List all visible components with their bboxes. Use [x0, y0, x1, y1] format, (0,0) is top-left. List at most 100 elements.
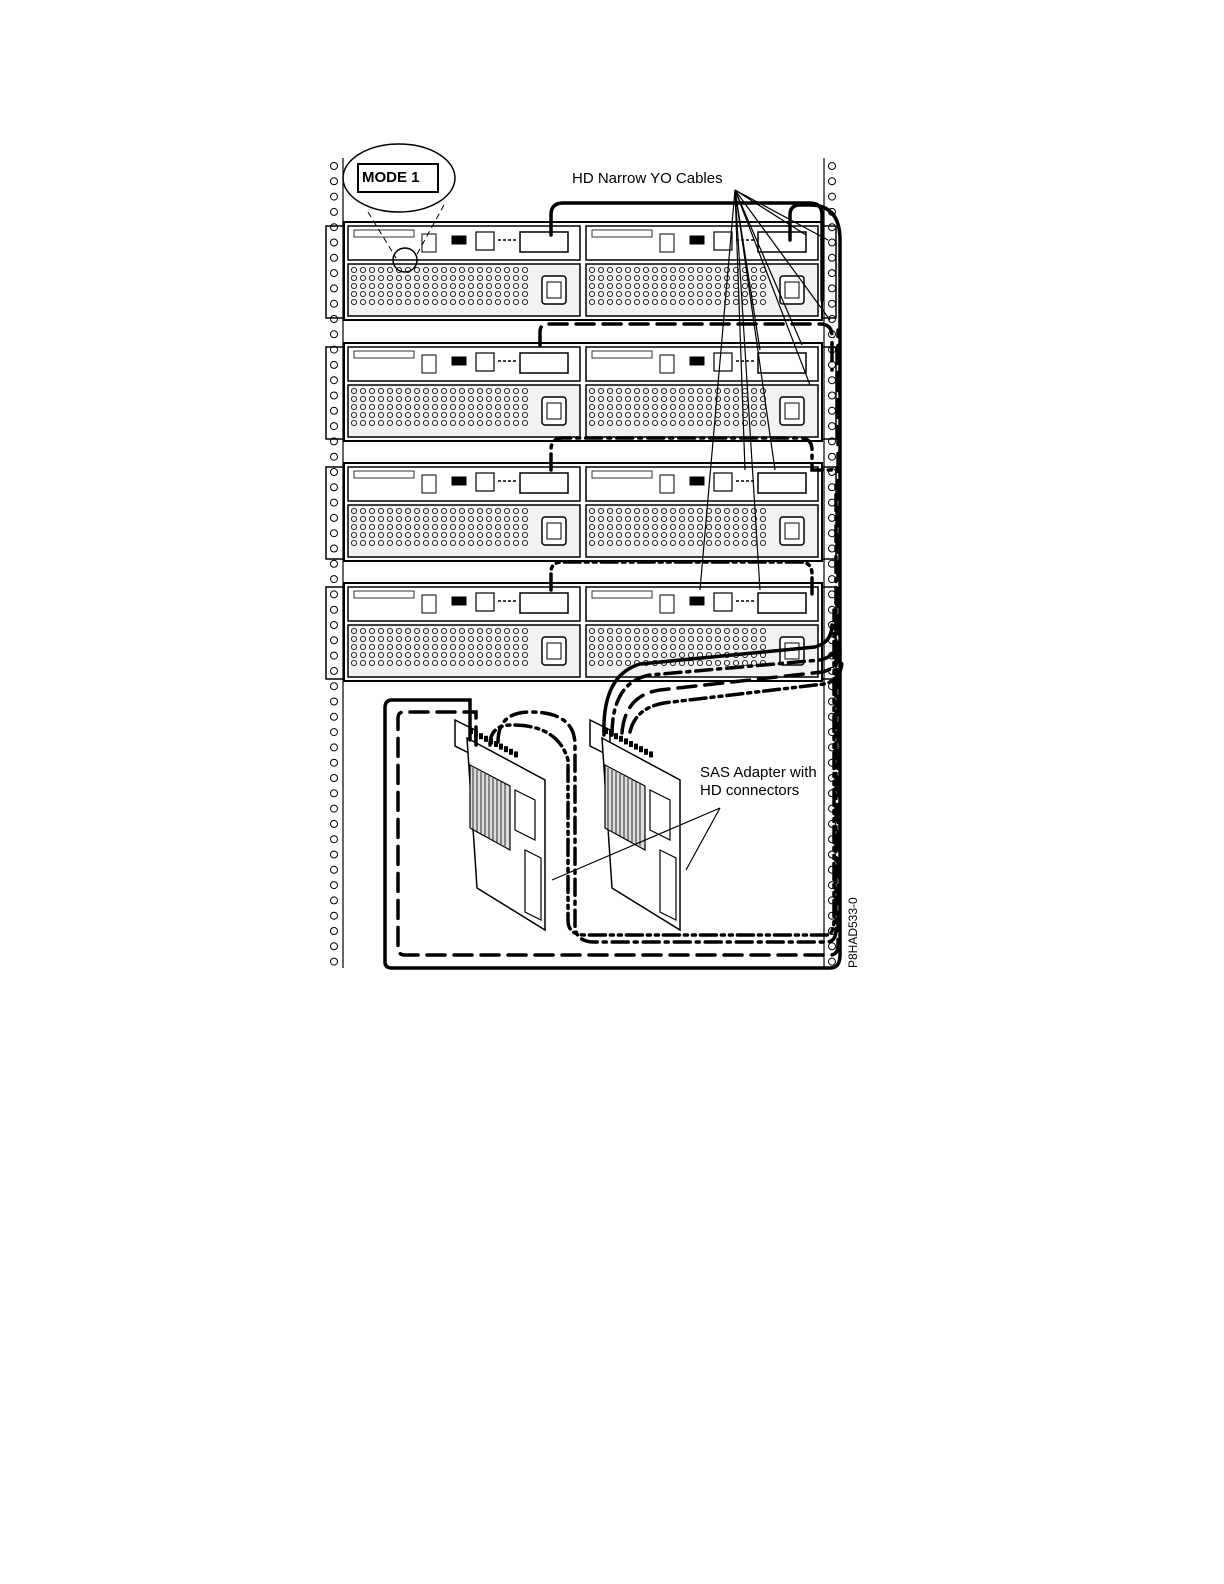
esm-serial-port	[690, 236, 704, 244]
sas-adapter-label: SAS Adapter with HD connectors	[700, 764, 817, 800]
rack-hole	[829, 285, 836, 292]
mode-label: MODE 1	[362, 169, 420, 186]
rack-hole	[331, 163, 338, 170]
rack-hole	[331, 407, 338, 414]
rack-hole	[331, 270, 338, 277]
rack-hole	[829, 958, 836, 965]
rack-hole	[331, 392, 338, 399]
power-inlet	[780, 517, 804, 545]
adapter-connector-pin	[629, 741, 633, 747]
rack-ear-left	[326, 347, 344, 439]
rack-hole	[331, 912, 338, 919]
rack-hole	[331, 285, 338, 292]
rack-hole	[331, 224, 338, 231]
adapter-connector-pin	[499, 744, 503, 750]
rack-hole	[829, 943, 836, 950]
rack-hole	[331, 775, 338, 782]
rack-hole	[829, 453, 836, 460]
rack-ear-left	[326, 226, 344, 318]
esm-serial-port	[690, 597, 704, 605]
rack-hole	[331, 897, 338, 904]
rack-hole	[331, 851, 338, 858]
figure-id: P8HAD533-0	[846, 897, 860, 968]
rack-hole	[829, 423, 836, 430]
rack-hole	[331, 484, 338, 491]
rack-hole	[331, 300, 338, 307]
rack-hole	[331, 790, 338, 797]
adapter-connector-pin	[509, 749, 513, 755]
adapter-connector-pin	[619, 736, 623, 742]
rack-hole	[331, 683, 338, 690]
adapter-connector-pin	[634, 744, 638, 750]
rack-hole	[331, 943, 338, 950]
power-inlet	[542, 276, 566, 304]
adapter-connector-pin	[479, 733, 483, 739]
sas-adapter	[590, 720, 680, 930]
rack-hole	[331, 820, 338, 827]
rack-hole	[331, 530, 338, 537]
rack-hole	[331, 729, 338, 736]
rack-hole	[331, 713, 338, 720]
rack-hole	[829, 407, 836, 414]
rack-hole	[829, 254, 836, 261]
rack-hole	[331, 744, 338, 751]
esm-serial-port	[690, 477, 704, 485]
power-inlet	[542, 637, 566, 665]
rack-hole	[829, 163, 836, 170]
rack-hole	[331, 545, 338, 552]
enclosures	[326, 222, 836, 681]
rack-hole	[331, 622, 338, 629]
power-inlet	[542, 517, 566, 545]
rack-hole	[331, 254, 338, 261]
adapter-connector-pin	[644, 749, 648, 755]
rack-hole	[331, 591, 338, 598]
rack-hole	[829, 178, 836, 185]
rack-hole	[331, 958, 338, 965]
rack-hole	[331, 514, 338, 521]
rack-hole	[331, 331, 338, 338]
rack-hole	[331, 576, 338, 583]
rack-hole	[331, 805, 338, 812]
adapter-connector-pin	[649, 751, 653, 757]
rack-hole	[829, 270, 836, 277]
rack-hole	[331, 208, 338, 215]
rack-hole	[829, 193, 836, 200]
cables-label: HD Narrow YO Cables	[572, 170, 723, 187]
rack-hole	[331, 560, 338, 567]
power-inlet	[780, 397, 804, 425]
enclosure	[326, 463, 836, 561]
rack-hole	[331, 469, 338, 476]
rack-holes-left	[331, 163, 338, 966]
rack-hole	[331, 882, 338, 889]
rack-hole	[331, 928, 338, 935]
rack-hole	[829, 377, 836, 384]
power-inlet	[542, 397, 566, 425]
adapter-connector-pin	[624, 738, 628, 744]
rack-hole	[331, 652, 338, 659]
rack-hole	[829, 300, 836, 307]
rack-hole	[331, 453, 338, 460]
rack-hole	[331, 866, 338, 873]
rack-hole	[331, 836, 338, 843]
rack-hole	[331, 193, 338, 200]
esm-serial-port	[690, 357, 704, 365]
adapter-connector-pin	[484, 736, 488, 742]
rack-hole	[331, 178, 338, 185]
adapter-connector-pin	[614, 733, 618, 739]
adapter-connector-pin	[514, 751, 518, 757]
rack-hole	[331, 759, 338, 766]
rack-hole	[331, 361, 338, 368]
rack-ear-left	[326, 587, 344, 679]
rack-hole	[829, 239, 836, 246]
rack-hole	[331, 239, 338, 246]
rack-hole	[331, 637, 338, 644]
esm-serial-port	[452, 477, 466, 485]
rack-hole	[331, 423, 338, 430]
esm-serial-port	[452, 236, 466, 244]
adapter-connector-pin	[639, 746, 643, 752]
esm-serial-port	[452, 597, 466, 605]
rack-hole	[829, 392, 836, 399]
esm-serial-port	[452, 357, 466, 365]
rack-hole	[331, 606, 338, 613]
